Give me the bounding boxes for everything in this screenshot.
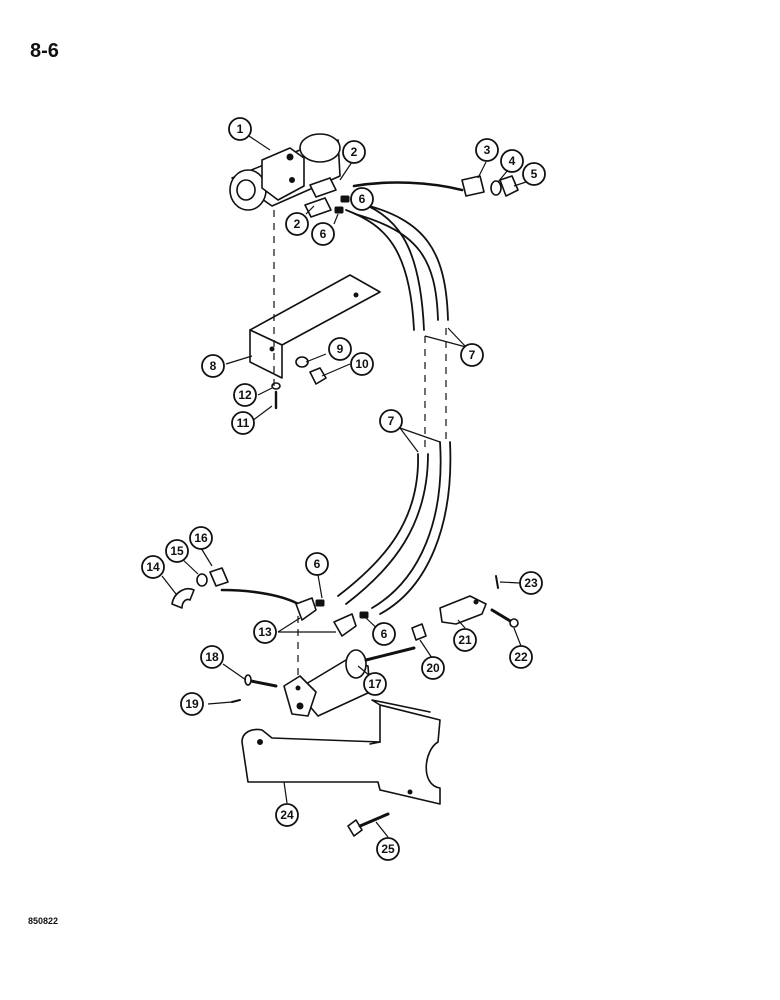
callout-13: 13 bbox=[253, 620, 277, 644]
elbow-part-13 bbox=[295, 597, 357, 637]
svg-text:1: 1 bbox=[237, 122, 244, 136]
callout-6c: 6 bbox=[305, 552, 329, 576]
pin-part-18 bbox=[244, 674, 278, 688]
svg-text:5: 5 bbox=[531, 167, 538, 181]
svg-text:20: 20 bbox=[426, 661, 440, 675]
svg-text:2: 2 bbox=[294, 217, 301, 231]
tube-line-top bbox=[352, 181, 464, 192]
leader-lines bbox=[161, 135, 527, 838]
nipple-part-6-top bbox=[334, 195, 350, 214]
nut-part-16 bbox=[209, 567, 229, 587]
svg-text:24: 24 bbox=[280, 808, 294, 822]
svg-text:4: 4 bbox=[509, 154, 516, 168]
svg-text:7: 7 bbox=[388, 414, 395, 428]
nipple-part-6-lower bbox=[315, 599, 369, 619]
washer-part-9 bbox=[295, 356, 309, 368]
callout-21: 21 bbox=[453, 628, 477, 652]
elbow-part-14 bbox=[171, 588, 195, 609]
svg-text:14: 14 bbox=[146, 560, 160, 574]
callout-25: 25 bbox=[376, 837, 400, 861]
svg-text:6: 6 bbox=[381, 627, 388, 641]
callout-20: 20 bbox=[421, 656, 445, 680]
callout-6d: 6 bbox=[372, 622, 396, 646]
callout-11: 11 bbox=[231, 411, 255, 435]
tube-line-bottom bbox=[220, 588, 302, 607]
callout-10: 10 bbox=[350, 352, 374, 376]
svg-text:3: 3 bbox=[484, 143, 491, 157]
svg-text:17: 17 bbox=[368, 677, 382, 691]
pin-part-22 bbox=[490, 608, 519, 628]
svg-text:13: 13 bbox=[258, 625, 272, 639]
svg-text:22: 22 bbox=[514, 650, 528, 664]
washer-part-15 bbox=[196, 573, 208, 587]
svg-text:7: 7 bbox=[469, 348, 476, 362]
cylinder-part-17 bbox=[283, 646, 416, 717]
callout-17: 17 bbox=[363, 672, 387, 696]
fitting-part-3 bbox=[461, 175, 485, 197]
callout-6b: 6 bbox=[311, 222, 335, 246]
svg-text:6: 6 bbox=[359, 192, 366, 206]
svg-text:18: 18 bbox=[205, 650, 219, 664]
svg-text:21: 21 bbox=[458, 633, 472, 647]
callout-1: 1 bbox=[228, 117, 252, 141]
callout-16: 16 bbox=[189, 526, 213, 550]
callout-4: 4 bbox=[500, 149, 524, 173]
nut-part-10 bbox=[309, 367, 327, 385]
washer-part-4 bbox=[490, 180, 502, 196]
callout-22: 22 bbox=[509, 645, 533, 669]
clevis-part-21 bbox=[439, 595, 487, 625]
washer-part-12 bbox=[271, 382, 281, 390]
svg-text:15: 15 bbox=[170, 544, 184, 558]
callout-2b: 2 bbox=[285, 212, 309, 236]
svg-text:2: 2 bbox=[351, 145, 358, 159]
svg-text:23: 23 bbox=[524, 576, 538, 590]
callout-23: 23 bbox=[519, 571, 543, 595]
svg-text:10: 10 bbox=[355, 357, 369, 371]
mounting-bracket-part-24 bbox=[241, 699, 441, 805]
callout-14: 14 bbox=[141, 555, 165, 579]
svg-text:11: 11 bbox=[237, 416, 250, 430]
callout-7: 7 bbox=[460, 343, 484, 367]
cotter-part-19 bbox=[231, 699, 241, 703]
page-number: 8-6 bbox=[30, 40, 59, 62]
svg-text:6: 6 bbox=[314, 557, 321, 571]
svg-text:16: 16 bbox=[194, 531, 208, 545]
tube-part-7-upper bbox=[345, 199, 449, 331]
svg-text:25: 25 bbox=[381, 842, 395, 856]
callout-5: 5 bbox=[522, 162, 546, 186]
callout-6: 6 bbox=[350, 187, 374, 211]
callout-3: 3 bbox=[475, 138, 499, 162]
bolt-part-25 bbox=[347, 812, 390, 837]
svg-text:19: 19 bbox=[185, 697, 199, 711]
tube-part-7-lower bbox=[337, 441, 452, 615]
nut-part-20 bbox=[411, 623, 427, 641]
valve-body-part bbox=[229, 133, 341, 211]
fitting-part-2 bbox=[304, 177, 337, 218]
callout-18: 18 bbox=[200, 645, 224, 669]
callout-9: 9 bbox=[328, 337, 352, 361]
nut-part-5 bbox=[499, 175, 519, 197]
callout-2: 2 bbox=[342, 140, 366, 164]
svg-text:6: 6 bbox=[320, 227, 327, 241]
svg-text:8: 8 bbox=[210, 359, 217, 373]
callout-15: 15 bbox=[165, 539, 189, 563]
svg-text:12: 12 bbox=[238, 388, 252, 402]
callout-7b: 7 bbox=[379, 409, 403, 433]
callout-19: 19 bbox=[180, 692, 204, 716]
callout-24: 24 bbox=[275, 803, 299, 827]
callout-12: 12 bbox=[233, 383, 257, 407]
cotter-part-23 bbox=[495, 575, 499, 589]
svg-text:9: 9 bbox=[337, 342, 344, 356]
figure-code: 850822 bbox=[28, 916, 59, 926]
callout-8: 8 bbox=[201, 354, 225, 378]
